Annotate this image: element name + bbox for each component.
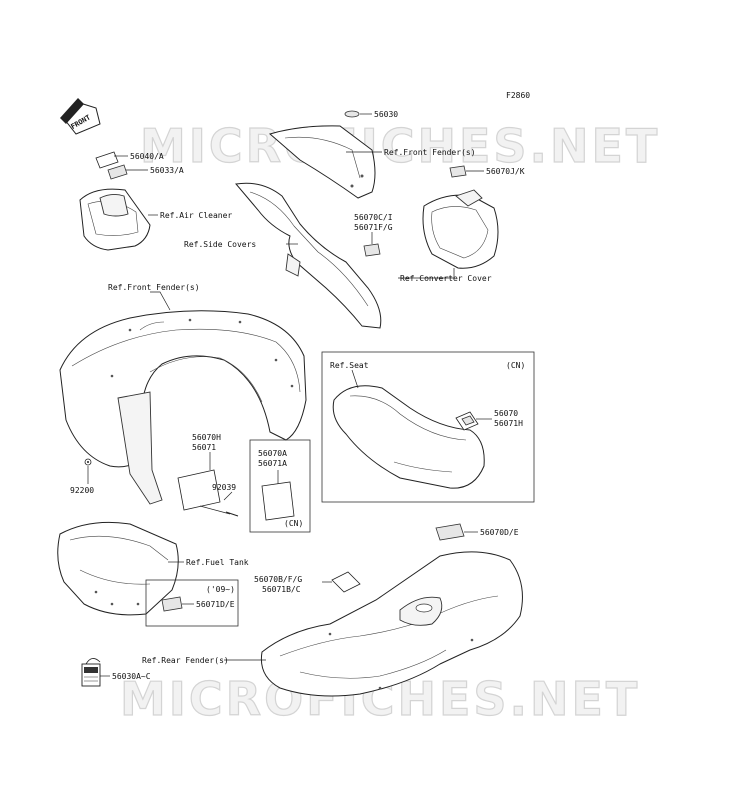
label-ref-seat: Ref.Seat [330,361,369,370]
label-56030: 56030 [374,110,398,119]
decal-56070ci-icon [363,243,381,257]
label-56070h: 56070H [192,433,221,442]
label-56071: 56071 [192,443,216,452]
label-ref-front-fender-top: Ref.Front Fender(s) [384,148,476,157]
decal-56071de-icon [161,596,183,612]
label-ref-converter-cover: Ref.Converter Cover [400,274,492,283]
side-cover-part [235,182,382,329]
label-92200: 92200 [70,486,94,495]
cn-label-box [249,439,311,533]
label-56071a: 56071A [258,459,287,468]
label-56040a: 56040/A [130,152,164,161]
leader-front-fender-left [150,291,171,311]
label-56070a: 56070A [258,449,287,458]
label-ref-air-cleaner: Ref.Air Cleaner [160,211,232,220]
tag-56030ac-icon [81,658,101,687]
label-cn-box: (CN) [284,519,303,528]
front-fender-top-part [268,125,376,199]
label-56070jk: 56070J/K [486,167,525,176]
label-56071fg: 56071F/G [354,223,393,232]
leader-converter-cover [398,268,455,279]
decal-56070bfg-icon [331,571,361,593]
decal-56030-icon [344,110,360,118]
label-ref-side-covers: Ref.Side Covers [184,240,256,249]
rear-fender-part [260,551,523,697]
label-56071h: 56071H [494,419,523,428]
seat-part [332,385,485,489]
decal-56040a-icon [95,151,119,169]
year-09-box [145,579,239,627]
front-arrow-icon: FRONT [60,98,101,135]
air-cleaner-part [79,188,151,251]
label-56070: 56070 [494,409,518,418]
label-56030ac: 56030A~C [112,672,151,681]
fuel-tank-part [57,521,179,616]
decal-56070h-icon [177,469,221,511]
clip-92039-icon [225,511,239,517]
bolt-92200-icon [84,458,92,466]
label-56033a: 56033/A [150,166,184,175]
watermark-top: MICROFICHES.NET [140,119,660,173]
label-56070ci: 56070C/I [354,213,393,222]
converter-cover-part [422,189,499,269]
label-year-09: ('09~) [206,585,235,594]
decal-56070jk-icon [449,165,467,178]
label-ref-rear-fender: Ref.Rear Fender(s) [142,656,229,665]
label-56071de: 56071D/E [196,600,235,609]
label-92039: 92039 [212,483,236,492]
leader-92039 [199,491,233,515]
label-56071bc: 56071B/C [262,585,301,594]
label-ref-fuel-tank: Ref.Fuel Tank [186,558,249,567]
figure-code: F2860 [506,91,530,100]
decal-56033a-icon [107,164,128,180]
decal-56070a-icon [261,481,295,521]
label-ref-front-fender-left: Ref.Front Fender(s) [108,283,200,292]
leader-ref-seat [351,369,359,389]
front-fender-main-part [59,310,307,505]
label-56070de: 56070D/E [480,528,519,537]
label-56070bfg: 56070B/F/G [254,575,302,584]
seat-box [321,351,535,503]
decal-56070-icon [455,411,479,431]
label-cn-seat: (CN) [506,361,525,370]
decal-56070de-icon [435,523,465,541]
